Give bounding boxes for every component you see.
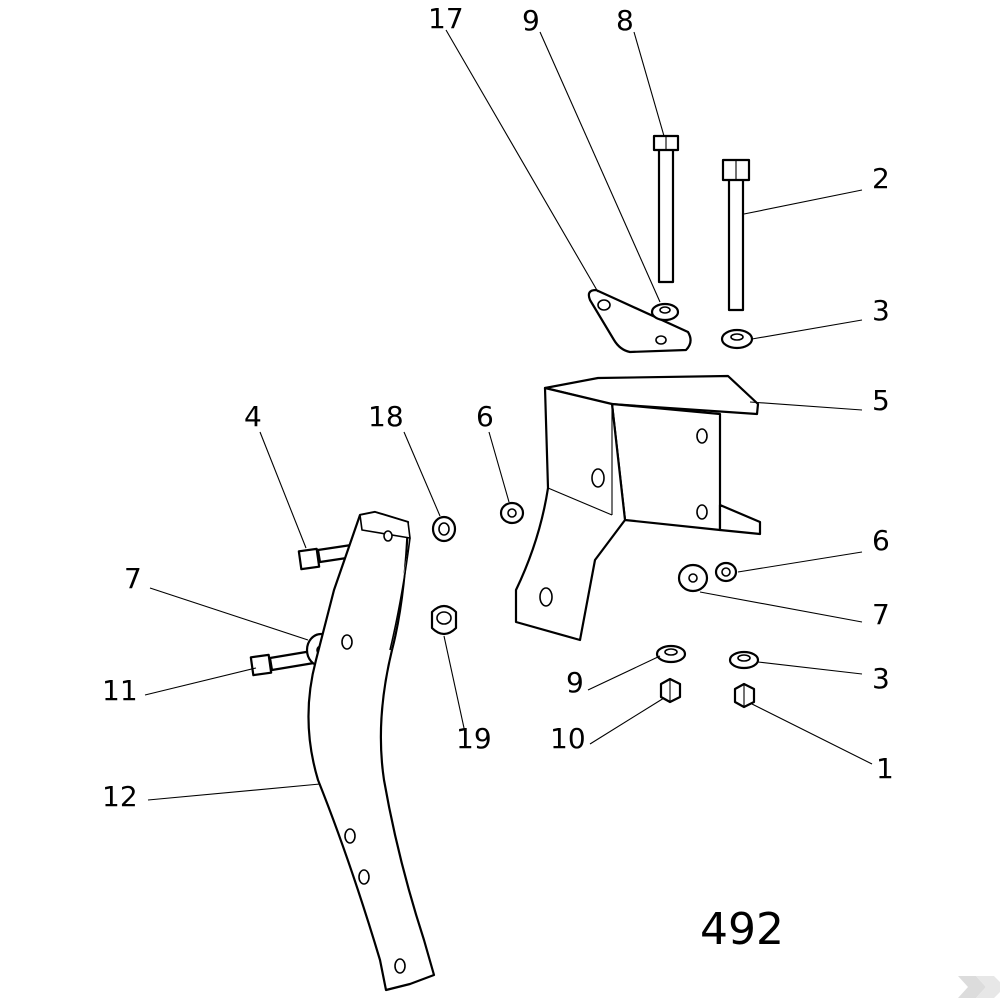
nut-10 [659,677,682,704]
callout-11: 11 [102,674,138,707]
callout-7-left: 7 [124,562,142,595]
washer-3-upper [720,328,754,350]
main-bracket-5 [514,374,762,642]
washer-9-upper [650,302,680,322]
watermark-logo [958,976,1000,998]
callout-18: 18 [368,400,404,433]
callout-6-left: 6 [476,400,494,433]
washer-3-lower [728,650,760,670]
drawing-number: 492 [700,904,784,955]
callout-12: 12 [102,780,138,813]
callout-6-right: 6 [872,524,890,557]
callout-8: 8 [616,4,634,37]
callout-1: 1 [876,752,894,785]
spacer-19 [430,604,458,636]
bolt-8 [652,134,680,284]
nut-6-right [714,561,738,583]
callout-5: 5 [872,384,890,417]
callout-3-top: 3 [872,294,890,327]
callout-2: 2 [872,162,890,195]
spacer-18 [431,515,457,543]
callout-labels: 17 9 8 2 3 5 4 18 6 6 7 7 11 19 12 9 3 1… [102,2,894,813]
nut-1 [733,682,756,709]
callout-9-top: 9 [522,4,540,37]
washer-9-lower [655,644,687,664]
nut-6-left [499,501,525,525]
bolt-2 [721,158,751,312]
callout-3-low: 3 [872,662,890,695]
callout-9-low: 9 [566,666,584,699]
washer-7-right [677,563,709,593]
callout-17: 17 [428,2,464,35]
callout-7-right: 7 [872,598,890,631]
bracket-17 [587,288,692,354]
tine-arm-12 [307,510,436,992]
callout-4: 4 [244,400,262,433]
callout-10: 10 [550,722,586,755]
leader-lines [144,29,873,801]
callout-19: 19 [456,722,492,755]
